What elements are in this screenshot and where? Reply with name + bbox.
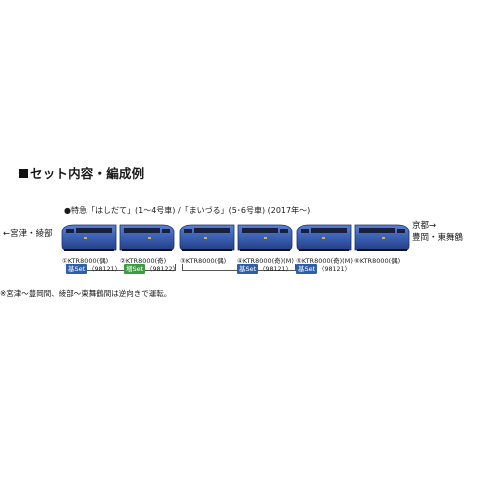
set-badge-1: 基Set <box>66 264 88 274</box>
set-kit-2: 〈98122〉 <box>146 266 179 273</box>
direction-right-line2: 豊岡・東舞鶴 <box>412 233 464 243</box>
car-1 <box>61 224 117 251</box>
heading-square-icon <box>19 169 28 178</box>
formation-subtitle: ●特急「はしだて」(1〜4号車) /「まいづる」(5･6号車) (2017年〜) <box>64 206 311 215</box>
set-badge-4: 基Set <box>296 264 318 274</box>
set-badge-3: 基Set <box>237 264 259 274</box>
operation-note: ※宮津〜豊岡間、綾部〜東舞鶴間は逆向きで運転。 <box>0 289 172 298</box>
car-label-6: ⑥KTR8000(偶) <box>354 257 401 265</box>
train-formation <box>61 224 410 251</box>
direction-right-line1: 京都→ <box>412 221 437 231</box>
set-4: 基Set〈98121〉 <box>296 264 351 274</box>
direction-left: ←宮津・綾部 <box>3 229 53 239</box>
set-kit-4: 〈98121〉 <box>318 266 351 273</box>
car-3 <box>179 224 235 251</box>
set-kit-3: 〈98121〉 <box>259 266 292 273</box>
car-2 <box>119 224 175 251</box>
set-1: 基Set〈98121〉 <box>66 264 121 274</box>
car-4 <box>237 224 293 251</box>
car-label-4: ④KTR8000(奇)(M) <box>237 257 294 265</box>
set-kit-1: 〈98121〉 <box>88 266 121 273</box>
set-2: 増Set〈98122〉 <box>124 264 179 274</box>
car-label-3: ③KTR8000(偶) <box>180 257 227 265</box>
direction-right: 京都→ 豊岡・東舞鶴 <box>412 220 463 244</box>
section-heading: セット内容・編成例 <box>19 163 144 182</box>
set-badge-2: 増Set <box>124 264 146 274</box>
car-5 <box>296 224 352 251</box>
car-label-5: ⑤KTR8000(奇)(M) <box>296 257 353 265</box>
set-3: 基Set〈98121〉 <box>237 264 292 274</box>
car-6 <box>354 224 410 251</box>
car-label-2: ②KTR8000(奇) <box>120 257 167 265</box>
car-label-1: ①KTR8000(偶) <box>62 257 109 265</box>
